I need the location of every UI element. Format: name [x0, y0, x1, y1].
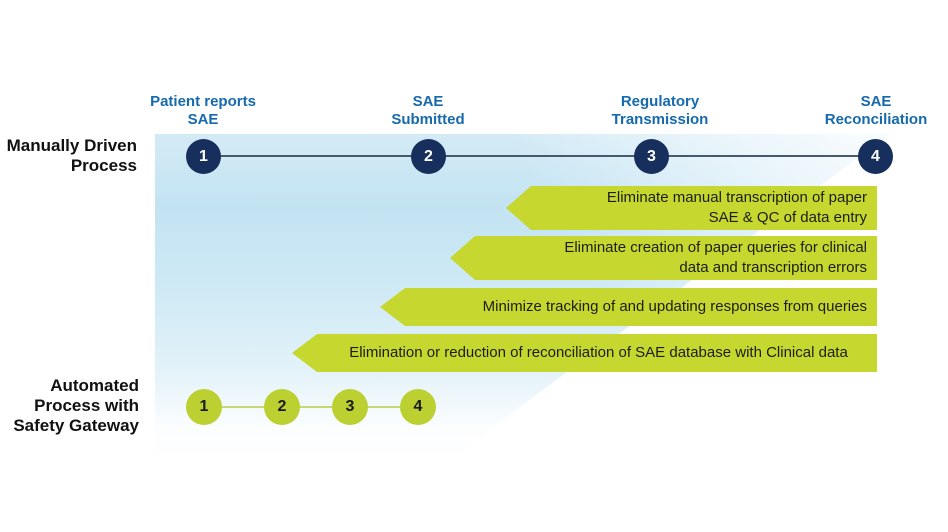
automated-process-row-label-line: Safety Gateway	[13, 416, 139, 435]
milestone-label-line: Regulatory	[620, 93, 700, 110]
milestone-label-sae-submitted: SAE Submitted	[343, 93, 513, 129]
automated-milestone-4-marker: 4	[400, 389, 436, 425]
benefit-text-line: Minimize tracking of and updating respon…	[482, 298, 867, 315]
milestone-label-patient-reports-sae: Patient reports SAE	[118, 93, 288, 129]
manual-process-row-label-line: Process	[70, 156, 137, 175]
manual-milestone-4-marker: 4	[858, 139, 893, 174]
milestone-label-line: Submitted	[391, 111, 465, 128]
milestone-label-line: SAE	[412, 93, 444, 110]
benefit-banner-query-tracking: Minimize tracking of and updating respon…	[380, 288, 877, 326]
milestone-number: 3	[345, 398, 355, 415]
milestone-number: 1	[199, 398, 209, 415]
milestone-label-regulatory-transmission: Regulatory Transmission	[575, 93, 745, 129]
automated-process-row-label: Automated Process with Safety Gateway	[0, 376, 139, 436]
automated-milestone-1-marker: 1	[186, 389, 222, 425]
milestone-number: 1	[199, 147, 208, 165]
milestone-label-line: Reconciliation	[824, 111, 928, 128]
benefit-text-line: SAE & QC of data entry	[708, 209, 867, 226]
automated-process-row-label-line: Process with	[34, 396, 139, 415]
benefit-banner-transcription: Eliminate manual transcription of paper …	[506, 186, 877, 230]
benefit-banner-paper-queries: Eliminate creation of paper queries for …	[450, 236, 877, 280]
milestone-number: 2	[277, 398, 287, 415]
benefit-text-line: Eliminate creation of paper queries for …	[564, 239, 867, 256]
manual-process-row-label-line: Manually Driven	[6, 136, 137, 155]
milestone-label-line: SAE	[860, 93, 892, 110]
benefit-text-line: Elimination or reduction of reconciliati…	[349, 344, 848, 361]
manual-milestone-3-marker: 3	[634, 139, 669, 174]
automated-milestone-2-marker: 2	[264, 389, 300, 425]
milestone-label-line: Transmission	[611, 111, 709, 128]
milestone-number: 4	[413, 398, 423, 415]
benefit-text-line: Eliminate manual transcription of paper	[606, 189, 867, 206]
manual-timeline-line	[203, 155, 876, 157]
automated-process-row-label-line: Automated	[50, 376, 139, 395]
milestone-number: 2	[424, 147, 433, 165]
milestone-label-line: Patient reports	[150, 93, 256, 110]
manual-milestone-1-marker: 1	[186, 139, 221, 174]
manual-process-row-label: Manually Driven Process	[0, 136, 137, 176]
milestone-number: 3	[647, 147, 656, 165]
automated-milestone-3-marker: 3	[332, 389, 368, 425]
automated-timeline-line	[204, 406, 418, 408]
manual-milestone-2-marker: 2	[411, 139, 446, 174]
benefit-banner-reconciliation: Elimination or reduction of reconciliati…	[292, 334, 877, 372]
milestone-label-line: SAE	[187, 111, 219, 128]
benefit-text-line: data and transcription errors	[679, 259, 867, 276]
milestone-number: 4	[871, 147, 880, 165]
milestone-label-sae-reconciliation: SAE Reconciliation	[791, 93, 948, 129]
